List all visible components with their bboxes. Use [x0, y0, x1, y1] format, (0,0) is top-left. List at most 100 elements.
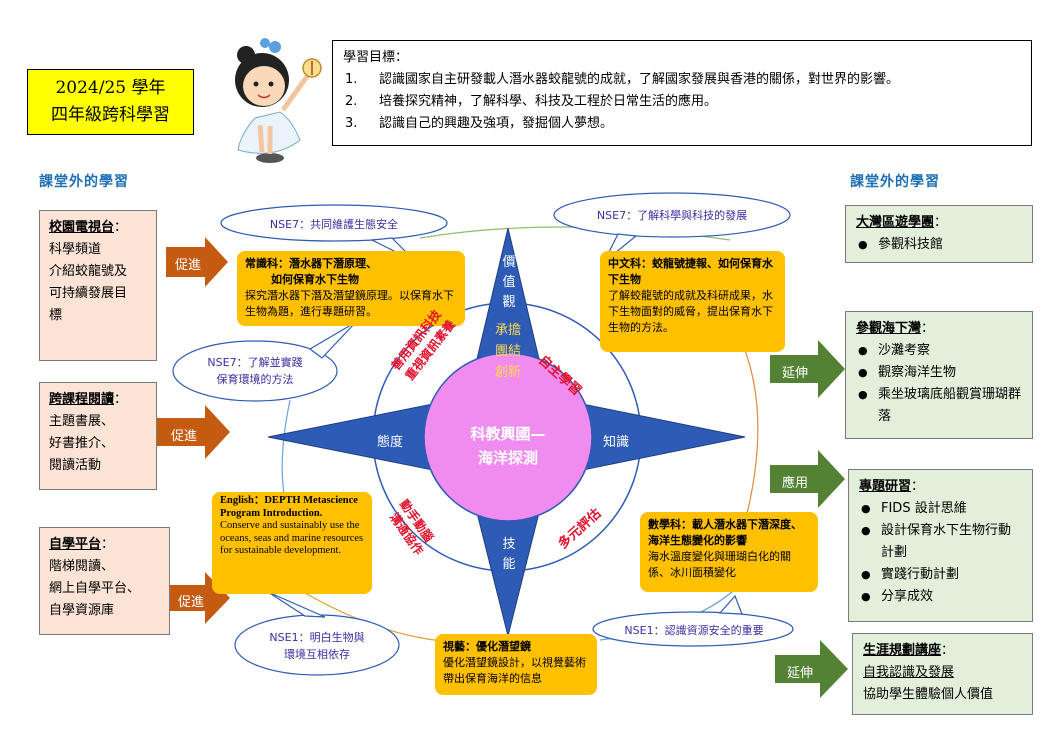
- colon: ：: [114, 220, 128, 235]
- colon: ：: [934, 215, 948, 230]
- box-line: 階梯閱讀、: [49, 559, 115, 574]
- cross-curricular-reading-box: 跨課程閱讀： 主題書展、 好書推介、 閱讀活動: [39, 382, 157, 490]
- bubble-line: NSE1：明白生物與: [269, 631, 365, 644]
- box-line: 網上自學平台、: [49, 581, 141, 596]
- box-line: 主題書展、: [49, 414, 115, 429]
- list-item: 沙灘考察: [856, 340, 1022, 362]
- apply-label: 應用: [781, 476, 808, 491]
- card-body: 探究潛水器下潛及潛望鏡原理。以保育水下生物為題，進行專題研習。: [245, 289, 454, 318]
- list-item: FIDS 設計思維: [859, 498, 1022, 520]
- attitude-label: 態度: [376, 435, 403, 450]
- career-line: 協助學生體驗個人價值: [863, 687, 994, 702]
- card-body: Conserve and sustainably use the oceans,…: [220, 520, 364, 557]
- box-title: 生涯規劃講座: [863, 643, 942, 658]
- colon: ：: [911, 479, 925, 494]
- objective-text: 培養探究精神，了解科學、科技及工程於日常生活的應用。: [379, 94, 718, 109]
- knowledge-label: 知識: [602, 435, 629, 450]
- visual-arts-card: 視藝：優化潛望鏡 優化潛望鏡設計，以視覺藝術帶出保育海洋的信息: [435, 634, 597, 695]
- star-char: 觀: [502, 295, 516, 310]
- skills-label: 技 能: [499, 535, 519, 575]
- colon: ：: [114, 392, 128, 407]
- bubble-line: 環境互相依存: [284, 648, 350, 661]
- card-body: 了解蛟龍號的成就及科研成果，水下生物面對的威脅，提出保育水下生物的方法。: [608, 289, 773, 334]
- chinese-card: 中文科：蛟龍號捷報、如何保育水下生物 了解蛟龍號的成就及科研成果，水下生物面對的…: [600, 251, 785, 352]
- hoi-ha-wan-visit-box: 參觀海下灣： 沙灘考察 觀察海洋生物 乘坐玻璃底船觀賞珊瑚群落: [845, 311, 1033, 439]
- left-section-header: 課堂外的學習: [39, 174, 129, 190]
- box-title: 自學平台: [49, 537, 102, 552]
- card-title: 如何保育水下生物: [271, 273, 359, 286]
- list-item: 乘坐玻璃底船觀賞珊瑚群落: [856, 384, 1022, 428]
- school-year: 2024/25 學年: [55, 78, 166, 98]
- bubble-line: 保育環境的方法: [216, 373, 294, 386]
- box-line: 科學頻道: [49, 242, 102, 257]
- project-learning-box: 專題研習： FIDS 設計思維 設計保育水下生物行動計劃 實踐行動計劃 分享成效: [848, 469, 1033, 622]
- center-line: 海洋探測: [477, 449, 538, 467]
- box-title: 跨課程閱讀: [49, 392, 115, 407]
- objective-item: 1. 認識國家自主研發載人潛水器蛟龍號的成就，了解國家發展與香港的關係，對世界的…: [343, 69, 1021, 91]
- star-char: 技: [502, 537, 516, 552]
- card-title: 視藝：優化潛望鏡: [443, 640, 531, 653]
- math-card: 數學科：載人潛水器下潛深度、海洋生態變化的影響 海水溫度變化與珊瑚白化的關係、冰…: [640, 512, 818, 592]
- value-word: 承擔: [494, 323, 521, 338]
- english-card: English：DEPTH Metascience Program Introd…: [212, 492, 372, 594]
- bubble-nse1-bio-text: NSE1：明白生物與 環境互相依存: [240, 629, 394, 663]
- box-title: 專題研習: [859, 479, 912, 494]
- star-char: 值: [502, 275, 516, 290]
- bubble-nse7-sci-text: NSE7：了解科學與科技的發展: [596, 209, 748, 222]
- box-line: 閱讀活動: [49, 458, 102, 473]
- core-values-label: 承擔 團結 創新: [486, 320, 530, 383]
- bubble-nse1-res-text: NSE1：認識資源安全的重要: [624, 624, 764, 637]
- bubble-nse7-env: [172, 321, 357, 402]
- bubble-nse7-env-text: NSE7：了解並實踐 保育環境的方法: [178, 354, 332, 388]
- promote-arrow-2: [155, 405, 230, 459]
- card-title: 中文科：蛟龍號捷報、如何保育水下生物: [608, 257, 773, 286]
- star-char: 價: [502, 255, 516, 270]
- general-studies-card: 常識科：潛水器下潛原理、 如何保育水下生物 探究潛水器下潛及潛望鏡原理。以保育水…: [237, 251, 465, 326]
- colon: ：: [101, 537, 115, 552]
- card-body: 海水溫度變化與珊瑚白化的關係、冰川面積變化: [648, 550, 791, 579]
- promote-label: 促進: [177, 595, 204, 610]
- objectives-heading: 學習目標：: [343, 50, 409, 65]
- extend-label: 延伸: [786, 666, 813, 681]
- list-item: 設計保育水下生物行動計劃: [859, 520, 1022, 564]
- campus-tv-box: 校園電視台： 科學頻道 介紹蛟龍號及 可持續發展目 標: [39, 210, 157, 361]
- promote-label: 促進: [174, 258, 201, 273]
- value-word: 創新: [494, 365, 521, 380]
- box-line: 標: [49, 308, 63, 323]
- objective-number: 2.: [345, 94, 358, 109]
- girl-mascot: [235, 38, 322, 163]
- card-title: 常識科：潛水器下潛原理、: [245, 257, 377, 270]
- center-circle: [423, 352, 593, 522]
- career-subtitle: 自我認識及發展: [863, 665, 955, 680]
- objective-number: 1.: [345, 72, 358, 87]
- promote-arrow-1: [166, 237, 228, 287]
- objective-text: 認識國家自主研發載人潛水器蛟龍號的成就，了解國家發展與香港的關係，對世界的影響。: [379, 72, 900, 87]
- extend-label: 延伸: [781, 366, 808, 381]
- objective-number: 3.: [345, 116, 358, 131]
- box-line: 好書推介、: [49, 436, 115, 451]
- career-planning-talk-box: 生涯規劃講座： 自我認識及發展 協助學生體驗個人價值: [852, 633, 1033, 715]
- list-item: 參觀科技館: [856, 234, 1022, 256]
- right-section-header: 課堂外的學習: [850, 174, 940, 190]
- box-line: 可持續發展目: [49, 286, 128, 301]
- list-item: 實踐行動計劃: [859, 564, 1022, 586]
- grade-title: 四年級跨科學習: [51, 105, 170, 125]
- list-item: 觀察海洋生物: [856, 362, 1022, 384]
- box-line: 自學資源庫: [49, 603, 115, 618]
- card-title: English：DEPTH Metascience Program Introd…: [220, 495, 358, 519]
- gba-study-tour-box: 大灣區遊學團： 參觀科技館: [845, 205, 1033, 263]
- bubble-line: NSE7：了解並實踐: [207, 356, 303, 369]
- center-theme: 科教興國— 海洋探測: [450, 422, 566, 470]
- objective-item: 2. 培養探究精神，了解科學、科技及工程於日常生活的應用。: [343, 91, 1021, 113]
- objective-text: 認識自己的興趣及強項，發掘個人夢想。: [379, 116, 614, 131]
- values-label: 價 值 觀: [499, 253, 519, 313]
- box-title: 大灣區遊學團: [856, 215, 935, 230]
- colon: ：: [941, 643, 955, 658]
- value-word: 團結: [494, 344, 521, 359]
- extend-arrow-1: [770, 340, 845, 398]
- list-item: 分享成效: [859, 586, 1022, 608]
- year-title-box: 2024/25 學年 四年級跨科學習: [27, 69, 194, 135]
- center-line: 科教興國—: [470, 425, 546, 443]
- star-char: 能: [502, 557, 516, 572]
